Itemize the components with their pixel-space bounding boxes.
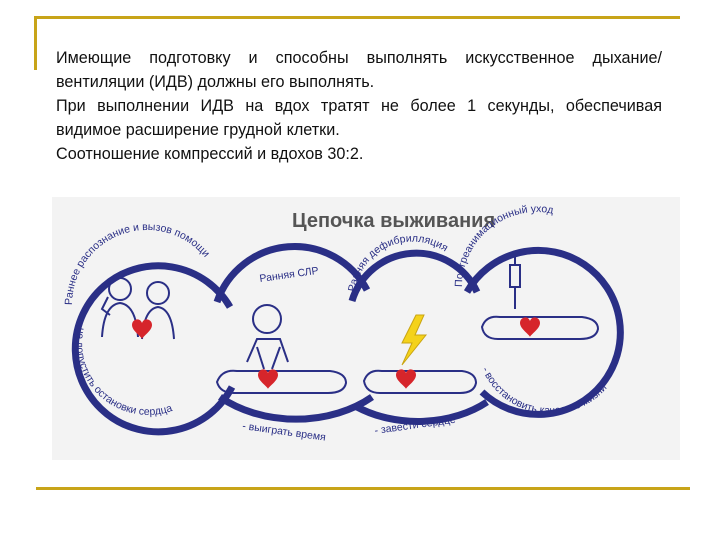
link-2-label: Ранняя СЛР — [259, 265, 320, 285]
left-rule — [34, 16, 37, 70]
paragraph-3: Соотношение компрессий и вдохов 30:2. — [56, 142, 662, 166]
link-1-label: Раннее распознание и вызов помощи — [63, 221, 212, 305]
paragraph-1: Имеющие подготовку и способны выполнять … — [56, 46, 662, 94]
defib-patient-icon — [364, 371, 476, 393]
cpr-figure-icon — [217, 305, 346, 393]
heart-icon-2 — [258, 369, 278, 389]
diagram-title: Цепочка выживания — [292, 210, 495, 232]
bottom-rule — [36, 487, 690, 490]
link-2-goal: - выиграть время — [242, 420, 327, 444]
paragraph-2: При выполнении ИДВ на вдох тратят не бол… — [56, 94, 662, 142]
care-patient-icon — [482, 317, 598, 339]
lightning-bolt-icon — [402, 315, 426, 365]
link-4-goal: - восстановить качество жизни — [479, 365, 609, 417]
heart-icon-1 — [132, 319, 152, 339]
slide-text: Имеющие подготовку и способны выполнять … — [56, 46, 662, 166]
link-1-goal: - не допустить остановки сердца — [74, 320, 174, 418]
chain-link-2-lower-outline — [220, 397, 372, 419]
iv-drip-icon — [510, 253, 520, 309]
chain-of-survival-figure: Цепочка выживания Раннее распознание и в… — [52, 197, 680, 460]
heart-icon-3 — [396, 369, 416, 389]
heart-icon-4 — [520, 317, 540, 337]
top-rule — [36, 16, 680, 19]
